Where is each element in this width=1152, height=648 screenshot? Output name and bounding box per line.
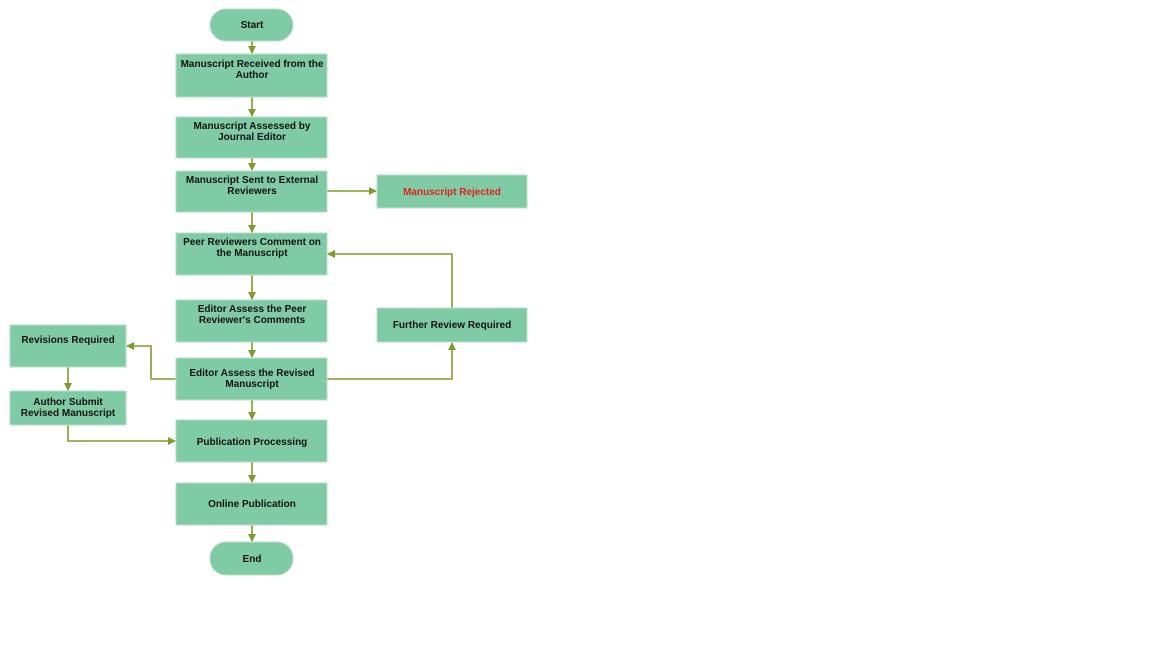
node-label: Journal Editor <box>218 132 286 143</box>
node-rejected: Manuscript Rejected <box>376 174 528 209</box>
arrow-revised-revisions <box>126 342 176 380</box>
node-label: Manuscript Sent to External <box>186 175 318 186</box>
node-label: Revisions Required <box>21 335 114 346</box>
node-label: Manuscript Rejected <box>403 187 501 198</box>
node-label: the Manuscript <box>216 248 288 259</box>
arrow-revised-further <box>327 342 456 380</box>
start-node: Start <box>209 8 294 42</box>
node-label: Manuscript Assessed by <box>194 121 311 132</box>
arrow-further-peer <box>327 250 453 308</box>
node-further: Further Review Required <box>376 307 528 343</box>
node-label: Reviewers <box>227 186 277 197</box>
node-online: Online Publication <box>175 482 328 526</box>
node-revisions: Revisions Required <box>9 324 127 368</box>
node-label: Peer Reviewers Comment on <box>183 237 321 248</box>
connectors <box>64 41 456 542</box>
node-processing: Publication Processing <box>175 419 328 463</box>
node-label: Author Submit <box>33 397 103 408</box>
node-label: Reviewer's Comments <box>199 315 306 326</box>
node-label: Editor Assess the Revised <box>189 368 314 379</box>
end-node: End <box>209 541 294 576</box>
node-label: Publication Processing <box>197 437 308 448</box>
node-label: Manuscript Received from the <box>181 59 324 70</box>
start-label: Start <box>241 20 264 31</box>
end-label: End <box>243 554 262 565</box>
node-label: Revised Manuscript <box>21 408 116 419</box>
node-label: Online Publication <box>208 499 296 510</box>
node-label: Manuscript <box>225 379 279 390</box>
arrow-author-processing <box>67 425 176 445</box>
node-label: Editor Assess the Peer <box>198 304 307 315</box>
node-label: Author <box>236 70 269 81</box>
node-label: Further Review Required <box>393 320 511 331</box>
